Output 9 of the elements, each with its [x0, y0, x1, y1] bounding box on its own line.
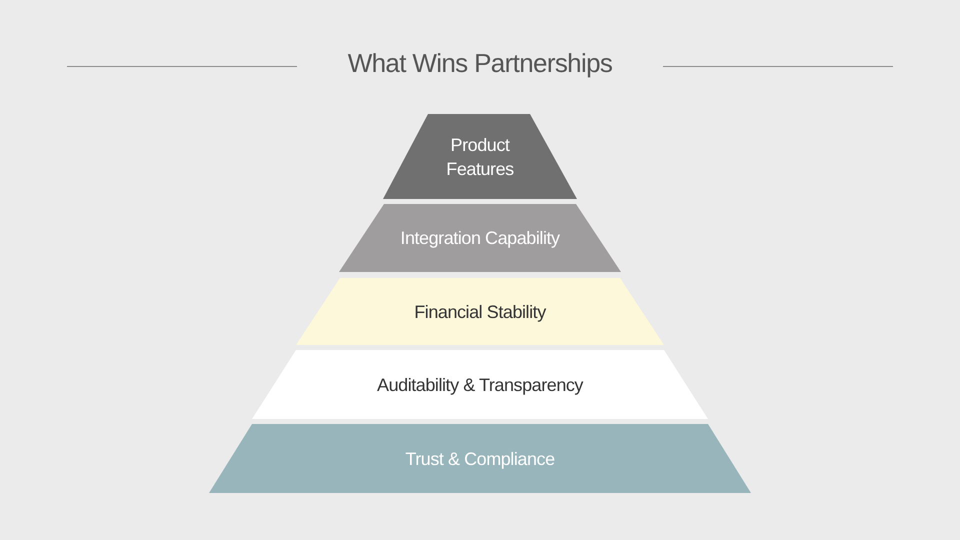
tier-label: Trust & Compliance — [405, 448, 555, 470]
title: What Wins Partnerships — [346, 47, 614, 80]
tier-label: Financial Stability — [414, 300, 546, 324]
pyramid-tier — [383, 114, 577, 199]
tier-label: Integration Capability — [400, 227, 560, 250]
tier-label: Auditability & Transparency — [377, 374, 583, 396]
tier-label: Product Features — [445, 134, 515, 180]
pyramid-tier — [339, 204, 621, 272]
pyramid-tier — [209, 424, 751, 493]
